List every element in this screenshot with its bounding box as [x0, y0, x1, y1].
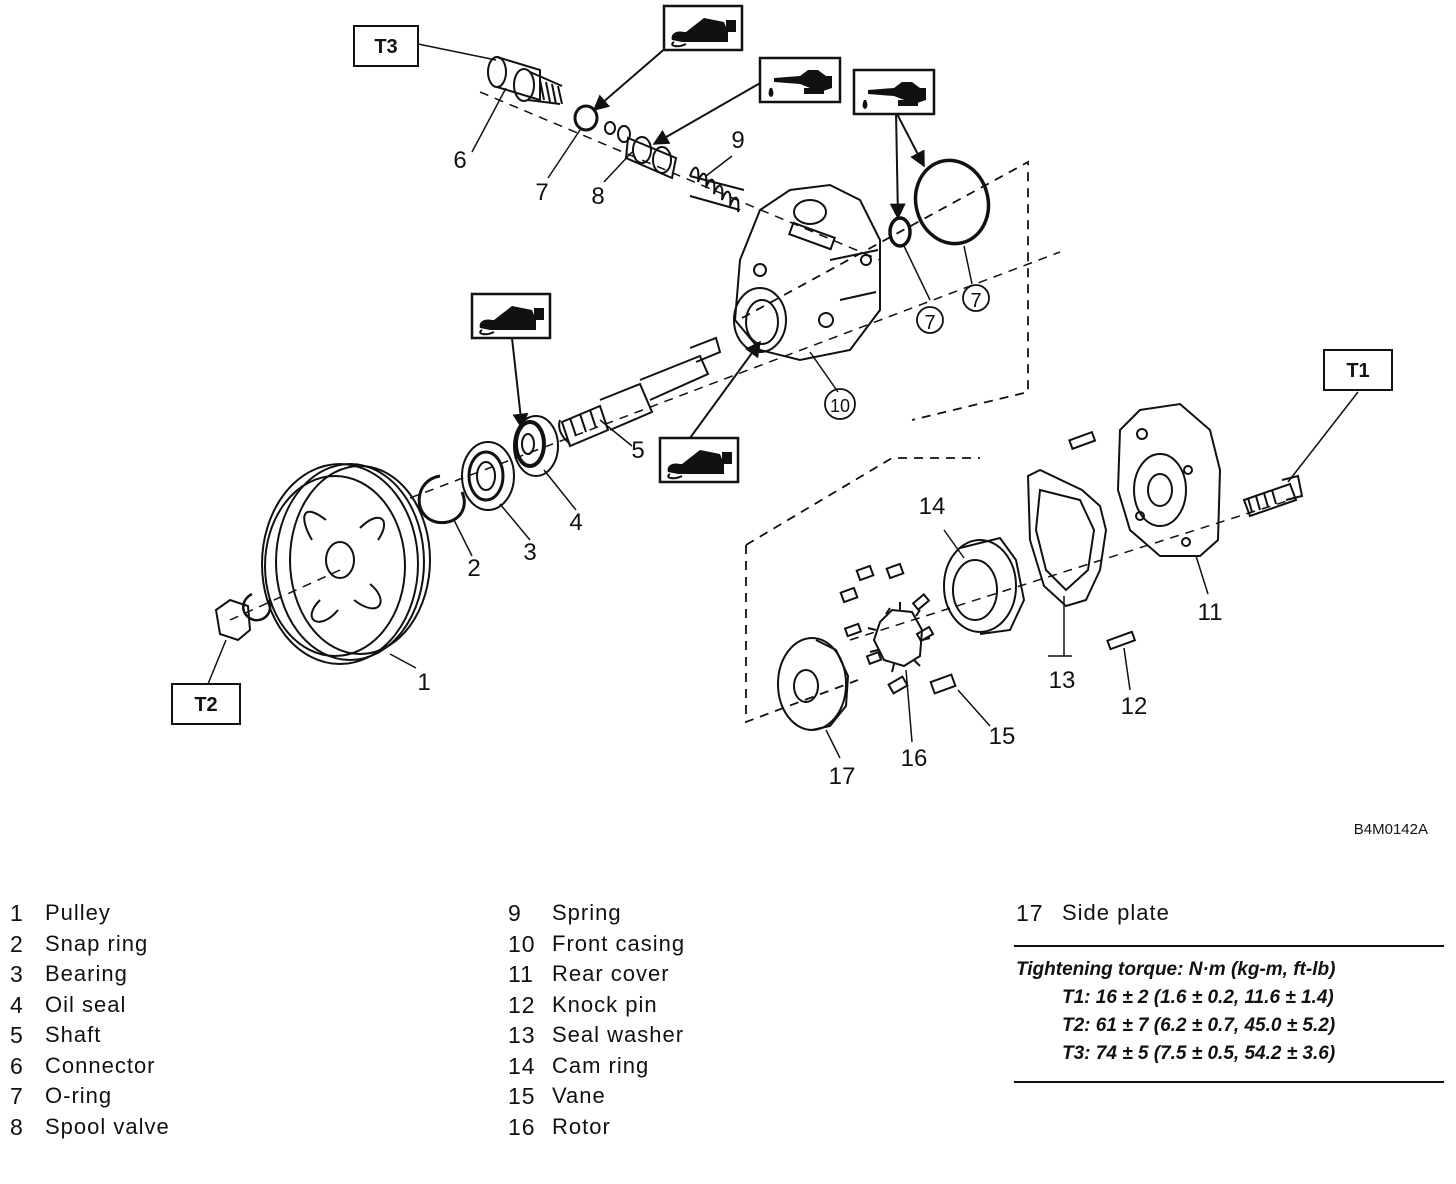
spring-part	[689, 166, 745, 213]
torque-title: Tightening torque: N·m (kg-m, ft-lb)	[1016, 959, 1336, 980]
legend-label: Pulley	[45, 900, 111, 925]
legend-number: 10	[508, 930, 536, 957]
cam-ring-part	[943, 536, 1026, 635]
legend-label: Front casing	[552, 930, 686, 956]
legend-label: Snap ring	[45, 930, 149, 956]
front-casing-part	[733, 183, 881, 362]
callout-2: 2	[467, 555, 480, 582]
legend-number: 5	[10, 1022, 24, 1048]
legend-number: 8	[10, 1113, 24, 1140]
torque-tag-t3: T3	[374, 36, 397, 58]
grease-gun-icon	[658, 436, 740, 484]
legend-label: Rotor	[552, 1113, 611, 1139]
pulley-part	[261, 463, 431, 665]
connector-part	[487, 56, 563, 105]
bearing-part	[461, 441, 515, 511]
legend-number: 12	[508, 991, 536, 1018]
seal-washer-part	[1026, 468, 1108, 608]
callout-7: 7	[535, 179, 548, 206]
figure-code: B4M0142A	[1354, 821, 1428, 838]
divider-bottom	[1014, 1081, 1444, 1083]
callout-16: 16	[901, 745, 928, 772]
rear-cover-part	[1116, 402, 1222, 557]
torque-spec-t3: T3: 74 ± 5 (7.5 ± 0.5, 54.2 ± 3.6)	[1062, 1043, 1336, 1064]
callout-7: 7	[924, 312, 935, 334]
callout-15: 15	[989, 723, 1016, 750]
legend-label: Side plate	[1062, 900, 1170, 925]
torque-tag-t1: T1	[1346, 360, 1369, 382]
vane-part	[839, 562, 957, 695]
o-ring-part	[573, 104, 599, 132]
legend-label: Seal washer	[552, 1022, 685, 1047]
callout-7: 7	[970, 290, 981, 312]
legend-number: 13	[508, 1022, 536, 1048]
legend-number: 14	[508, 1052, 536, 1079]
legend-label: Spring	[552, 900, 622, 925]
callout-17: 17	[829, 763, 856, 790]
legend-number: 9	[508, 900, 522, 926]
divider-top	[1014, 945, 1444, 947]
legend-number: 2	[10, 930, 24, 957]
legend-label: Shaft	[45, 1022, 102, 1047]
legend-number: 17	[1016, 900, 1044, 926]
snap-ring-part	[417, 474, 466, 525]
shaft-part	[558, 336, 722, 448]
legend-label: Oil seal	[45, 991, 127, 1017]
knock-pin-part	[1106, 630, 1137, 651]
callout-10: 10	[830, 396, 850, 416]
legend-label: O-ring	[45, 1083, 113, 1108]
callout-1: 1	[417, 669, 430, 696]
legend-number: 15	[508, 1083, 536, 1109]
knock-pin-part	[1068, 430, 1097, 451]
spool-valve-part	[604, 121, 678, 180]
callout-5: 5	[631, 437, 644, 464]
torque-tag-t2: T2	[194, 694, 217, 716]
callout-14: 14	[919, 493, 946, 520]
legend-label: Spool valve	[45, 1113, 170, 1139]
exploded-view-diagram: T3 T1 T2 6 7 8 9 7 7 10 5 4 3 2 1 14 11 …	[171, 4, 1428, 838]
legend-label: Rear cover	[552, 961, 670, 986]
legend-number: 1	[10, 900, 24, 926]
legend-label: Vane	[552, 1083, 606, 1108]
legend-number: 7	[10, 1083, 24, 1109]
side-plate-part	[777, 637, 850, 731]
oil-can-icon	[758, 56, 842, 104]
bolt-part	[1242, 474, 1304, 518]
legend-number: 11	[508, 961, 534, 987]
callout-11: 11	[1198, 599, 1223, 626]
legend-number: 16	[508, 1113, 536, 1140]
torque-tag-t2-box	[171, 683, 241, 725]
torque-specs: Tightening torque: N·m (kg-m, ft-lb) T1:…	[1016, 956, 1335, 1068]
torque-spec-t2: T2: 61 ± 7 (6.2 ± 0.7, 45.0 ± 5.2)	[1062, 1015, 1336, 1036]
legend-label: Cam ring	[552, 1052, 650, 1078]
torque-spec-t1: T1: 16 ± 2 (1.6 ± 0.2, 11.6 ± 1.4)	[1062, 987, 1334, 1008]
legend-number: 6	[10, 1052, 24, 1079]
callout-6: 6	[453, 147, 466, 174]
oil-can-icon	[852, 68, 936, 116]
callout-3: 3	[523, 539, 536, 566]
callout-9: 9	[731, 127, 744, 154]
o-ring-part	[913, 158, 991, 246]
callout-4: 4	[569, 509, 582, 536]
nut-part	[214, 592, 272, 642]
callout-12: 12	[1121, 693, 1148, 720]
legend-number: 4	[10, 991, 24, 1018]
torque-tag-t1-box	[1323, 349, 1393, 391]
grease-gun-icon	[470, 292, 552, 340]
legend-label: Bearing	[45, 961, 128, 986]
legend-label: Connector	[45, 1052, 156, 1078]
grease-gun-icon	[662, 4, 744, 52]
legend-number: 3	[10, 961, 24, 987]
oil-seal-part	[513, 415, 559, 477]
callout-8: 8	[591, 183, 604, 210]
callout-13: 13	[1049, 667, 1076, 694]
torque-tag-t3-box	[353, 25, 419, 67]
legend-label: Knock pin	[552, 991, 658, 1017]
